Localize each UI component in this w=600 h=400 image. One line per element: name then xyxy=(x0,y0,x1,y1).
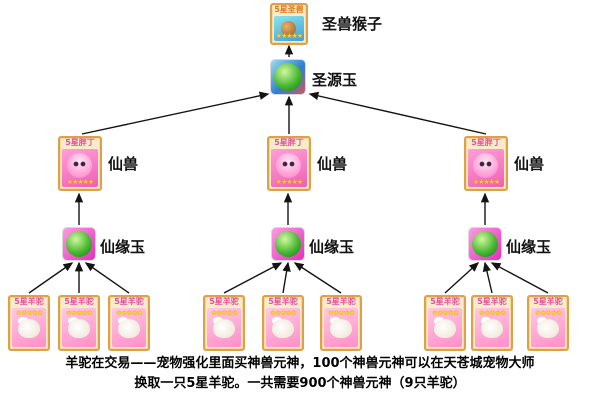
card-title: 5星羊驼 xyxy=(326,297,356,306)
card-title: 5星羊驼 xyxy=(114,297,144,306)
footer-note: 羊驼在交易——宠物强化里面买神兽元神，100个神兽元神可以在天苍城宠物大师 换取… xyxy=(0,354,600,394)
label-immortal-fate-jade: 仙缘玉 xyxy=(506,238,552,256)
card-alpaca: 5星羊驼 ★★★★★ xyxy=(424,295,466,351)
monkey-icon xyxy=(281,21,296,36)
star-row: ★★★★★ xyxy=(534,309,562,317)
footer-line-2: 换取一只5星羊驼。一共需要900个神兽元神（9只羊驼） xyxy=(134,376,466,391)
card-art: ★★★★★ xyxy=(531,308,565,347)
card-title: 5星胖丁 xyxy=(65,138,95,147)
star-row: ★★★★★ xyxy=(275,178,303,186)
card-title: 5星圣兽 xyxy=(274,5,304,14)
card-alpaca: 5星羊驼 ★★★★★ xyxy=(471,295,513,351)
card-art: ★★★★★ xyxy=(266,308,300,347)
holy-source-jade-icon xyxy=(271,60,305,94)
card-art: ★★★★★ xyxy=(112,308,146,347)
card-alpaca: 5星羊驼 ★★★★★ xyxy=(262,295,304,351)
immortal-fate-jade-icon xyxy=(272,228,304,260)
card-title: 5星羊驼 xyxy=(268,297,298,306)
star-row: ★★★★★ xyxy=(431,309,459,317)
card-art: ★★★★★ xyxy=(207,308,241,347)
jade-core xyxy=(274,63,302,91)
star-row: ★★★★★ xyxy=(478,309,506,317)
immortal-fate-jade-icon xyxy=(469,228,501,260)
card-art: ★★★★★ xyxy=(62,308,96,347)
star-row: ★★★★★ xyxy=(472,178,500,186)
card-art: ★★★★★ xyxy=(324,308,358,347)
card-immortal-beast: 5星胖丁 ★★★★★ xyxy=(267,136,311,191)
label-immortal-fate-jade: 仙缘玉 xyxy=(309,238,355,256)
alpaca-icon xyxy=(330,319,352,339)
label-immortal-fate-jade: 仙缘玉 xyxy=(100,238,146,256)
card-art: ★★★★★ xyxy=(475,308,509,347)
arrow xyxy=(282,261,291,294)
card-title: 5星羊驼 xyxy=(209,297,239,306)
card-alpaca: 5星羊驼 ★★★★★ xyxy=(320,295,362,351)
star-row: ★★★★★ xyxy=(327,309,355,317)
jade-core xyxy=(472,231,498,257)
star-row: ★★★★★ xyxy=(115,309,143,317)
footer-line-1: 羊驼在交易——宠物强化里面买神兽元神，100个神兽元神可以在天苍城宠物大师 xyxy=(65,356,535,371)
label-holy-source-jade: 圣源玉 xyxy=(312,71,358,89)
card-holy-beast: 5星圣兽 ★★★★★ xyxy=(270,3,308,45)
card-alpaca: 5星羊驼 ★★★★★ xyxy=(203,295,245,351)
label-immortal-beast: 仙兽 xyxy=(108,155,139,173)
arrow xyxy=(223,262,283,294)
arrow xyxy=(81,91,270,135)
star-row: ★★★★★ xyxy=(65,309,93,317)
card-alpaca: 5星羊驼 ★★★★★ xyxy=(108,295,150,351)
arrow xyxy=(84,262,130,294)
card-alpaca: 5星羊驼 ★★★★★ xyxy=(527,295,569,351)
alpaca-icon xyxy=(18,319,40,339)
arrow xyxy=(444,262,480,294)
label-immortal-beast: 仙兽 xyxy=(317,155,348,173)
arrow xyxy=(293,262,342,294)
star-row: ★★★★★ xyxy=(210,309,238,317)
arrow xyxy=(28,262,74,294)
card-alpaca: 5星羊驼 ★★★★★ xyxy=(8,295,50,351)
star-row: ★★★★★ xyxy=(269,309,297,317)
jigglypuff-icon xyxy=(276,153,301,179)
jade-core xyxy=(275,231,301,257)
card-title: 5星胖丁 xyxy=(471,138,501,147)
alpaca-icon xyxy=(272,319,294,339)
jigglypuff-icon xyxy=(473,153,498,179)
card-art: ★★★★★ xyxy=(271,149,307,187)
label-immortal-beast: 仙兽 xyxy=(514,155,545,173)
card-art: ★★★★★ xyxy=(12,308,46,347)
card-art: ★★★★★ xyxy=(274,16,304,41)
card-title: 5星羊驼 xyxy=(14,297,44,306)
card-art: ★★★★★ xyxy=(428,308,462,347)
card-title: 5星胖丁 xyxy=(274,138,304,147)
card-alpaca: 5星羊驼 ★★★★★ xyxy=(58,295,100,351)
card-title: 5星羊驼 xyxy=(533,297,563,306)
arrow xyxy=(482,261,493,294)
alpaca-icon xyxy=(537,319,559,339)
card-art: ★★★★★ xyxy=(62,149,98,187)
label-holy-beast-monkey: 圣兽猴子 xyxy=(322,15,383,33)
star-row: ★★★★★ xyxy=(15,309,43,317)
star-row: ★★★★★ xyxy=(275,32,303,40)
alpaca-icon xyxy=(434,319,456,339)
jade-core xyxy=(66,231,92,257)
jigglypuff-icon xyxy=(67,153,92,179)
card-title: 5星羊驼 xyxy=(430,297,460,306)
arrow xyxy=(308,91,487,135)
card-title: 5星羊驼 xyxy=(477,297,507,306)
card-immortal-beast: 5星胖丁 ★★★★★ xyxy=(58,136,102,191)
immortal-fate-jade-icon xyxy=(63,228,95,260)
arrow xyxy=(490,262,549,294)
card-title: 5星羊驼 xyxy=(64,297,94,306)
card-art: ★★★★★ xyxy=(468,149,504,187)
star-row: ★★★★★ xyxy=(66,178,94,186)
alpaca-icon xyxy=(481,319,503,339)
card-immortal-beast: 5星胖丁 ★★★★★ xyxy=(464,136,508,191)
alpaca-icon xyxy=(213,319,235,339)
alpaca-icon xyxy=(118,319,140,339)
alpaca-icon xyxy=(68,319,90,339)
